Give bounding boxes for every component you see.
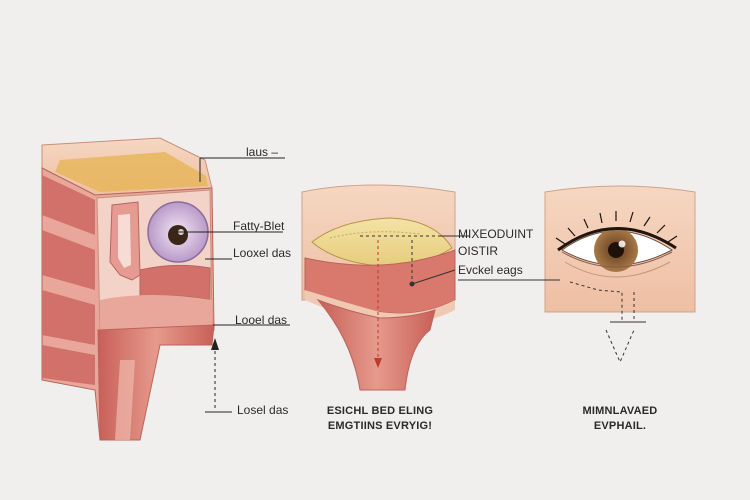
caption-panel-3-line-2: EVPHAIL. xyxy=(593,420,647,432)
label-evckel: Evckel eags xyxy=(458,263,523,277)
label-oistr: OISTIR xyxy=(458,244,499,258)
caption-panel-2: ESICHL BED ELING EMGTIINS EVRYIG! xyxy=(300,404,460,434)
muscle-stem xyxy=(97,324,215,441)
pupil xyxy=(168,225,188,245)
upper-lid-lashes xyxy=(557,227,677,252)
label-mixed: MIXEODUINT xyxy=(458,227,534,241)
label-top: laus – xyxy=(246,145,279,159)
panel-3-eye-closeup xyxy=(540,185,696,364)
panel-2-fat-section xyxy=(301,184,540,391)
caption-panel-2-line-2: EMGTIINS EVRYIG! xyxy=(327,420,433,432)
fat-stripe xyxy=(55,152,208,192)
caption-panel-2-line-1: ESICHL BED ELING xyxy=(326,405,434,417)
muscle-stem-2 xyxy=(316,298,436,391)
label-fatty: Fatty-Blet xyxy=(233,219,285,233)
caption-panel-3: MIMNLAVAED EVPHAIL. xyxy=(555,404,685,434)
caption-panel-3-line-1: MIMNLAVAED xyxy=(582,405,658,417)
panel-1-cross-section xyxy=(41,137,290,441)
fat-pad xyxy=(311,217,453,267)
label-lower-2: Looel das xyxy=(235,313,288,327)
label-lower-3: Losel das xyxy=(237,403,289,417)
lower-lid-crease xyxy=(564,261,671,278)
label-lower-1: Looxel das xyxy=(233,246,292,260)
